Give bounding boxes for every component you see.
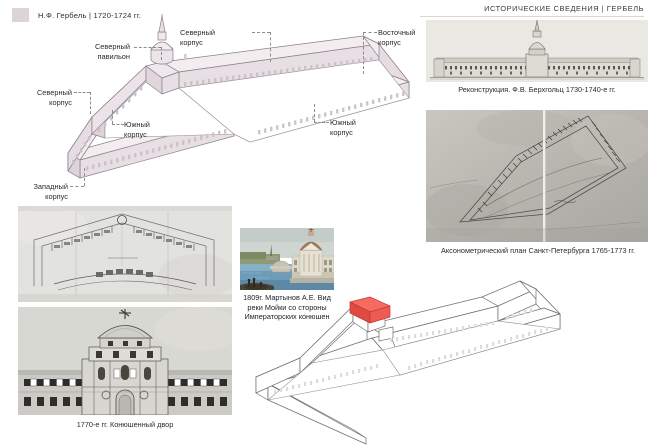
legend-label: Н.Ф. Гербель | 1720-1724 гг. xyxy=(38,10,142,20)
north-pavilion-highlight xyxy=(349,296,391,324)
figure-martynov-painting xyxy=(240,228,334,290)
leader-south-wing-right xyxy=(314,122,329,123)
figure-reconstruction-berchholz xyxy=(426,20,648,82)
leader-north-wing-top xyxy=(252,32,270,33)
leader-north-wing-left xyxy=(74,92,90,93)
callout-west-wing: Западный корпус xyxy=(33,182,68,201)
leader-north-pavilion xyxy=(134,47,161,48)
callout-north-pavilion: Северный павильон xyxy=(94,42,130,61)
caption-reconstruction-berchholz: Реконструкция. Ф.В. Берхгольц 1730-1740-… xyxy=(458,85,616,94)
leader-east-wing-v xyxy=(363,32,364,74)
legend: Н.Ф. Гербель | 1720-1724 гг. xyxy=(12,8,141,22)
leader-south-wing-right-v xyxy=(314,104,315,122)
callout-south-wing-inner: Южный корпус xyxy=(124,120,150,139)
callout-north-wing-left: Северный корпус xyxy=(36,88,72,107)
leader-west-wing xyxy=(70,186,84,187)
leader-south-wing-inner-v xyxy=(112,110,113,124)
callout-south-wing-right: Южный корпус xyxy=(330,118,356,137)
figure-axonometric-plan-spb xyxy=(426,110,648,242)
figure-stable-yard-1770 xyxy=(18,307,232,415)
leader-east-wing xyxy=(363,32,377,33)
leader-north-pavilion-v xyxy=(161,47,162,60)
caption-martynov-painting: 1809г. Мартынов А.Е. Вид реки Мойки со с… xyxy=(243,293,331,322)
callout-east-wing: Восточный корпус xyxy=(378,28,416,47)
second-isometric-drawing xyxy=(255,280,561,445)
leader-south-wing-inner xyxy=(112,124,124,125)
leader-north-wing-top-v xyxy=(270,32,271,62)
legend-color-swatch xyxy=(12,8,29,22)
callout-north-wing-top: Северный корпус xyxy=(180,28,216,47)
leader-west-wing-v xyxy=(84,168,85,186)
caption-axonometric-plan-spb: Аксонометрический план Санкт-Петербурга … xyxy=(440,246,636,255)
header-divider xyxy=(420,16,644,17)
caption-stable-yard-1770: 1770-е гг. Конюшенный двор xyxy=(76,420,174,429)
page-title: ИСТОРИЧЕСКИЕ СВЕДЕНИЯ | ГЕРБЕЛЬ xyxy=(484,4,644,13)
figure-plan-1770 xyxy=(18,206,232,302)
leader-north-wing-left-v xyxy=(90,92,91,114)
